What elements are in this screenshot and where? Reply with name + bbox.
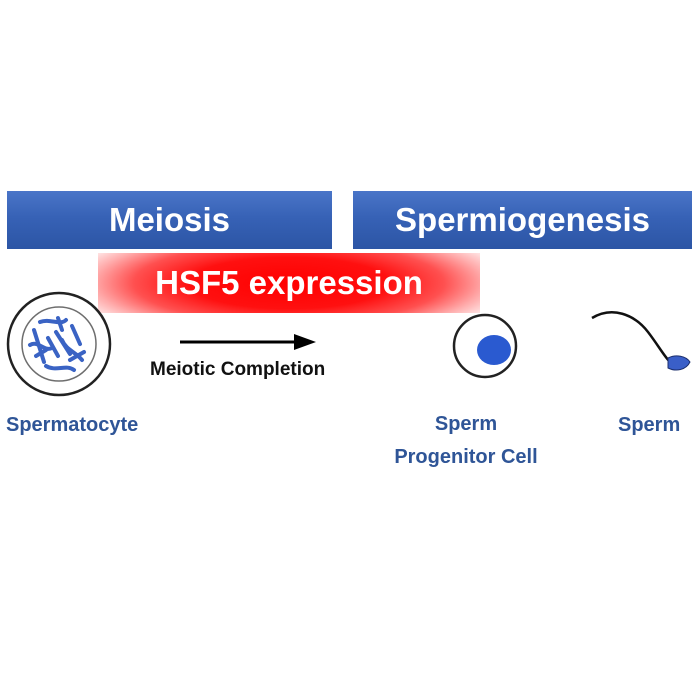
sperm-progenitor-label: Sperm Progenitor Cell — [391, 408, 541, 474]
meiosis-stage-label: Meiosis — [108, 201, 231, 238]
spermatocyte-label: Spermatocyte — [6, 414, 139, 436]
sperm-cell — [591, 311, 691, 371]
meiosis-stage-bar: Meiosis — [7, 191, 332, 249]
spermiogenesis-stage-bar: Spermiogenesis — [353, 191, 692, 249]
hsf5-expression-banner: HSF5 expression — [98, 253, 480, 313]
spermatocyte-cell — [6, 291, 112, 397]
chromosomes — [28, 316, 86, 372]
sperm-progenitor-cell — [452, 313, 518, 379]
spermiogenesis-stage-label: Spermiogenesis — [395, 201, 650, 238]
sperm-progenitor-label-line1: Sperm — [434, 413, 498, 435]
meiotic-completion-label: Meiotic Completion — [150, 359, 326, 380]
sperm-label: Sperm — [618, 414, 681, 436]
sperm-progenitor-label-line2: Progenitor Cell — [394, 446, 538, 468]
meiotic-completion-arrow — [180, 334, 316, 350]
hsf5-expression-label: HSF5 expression — [155, 264, 423, 301]
